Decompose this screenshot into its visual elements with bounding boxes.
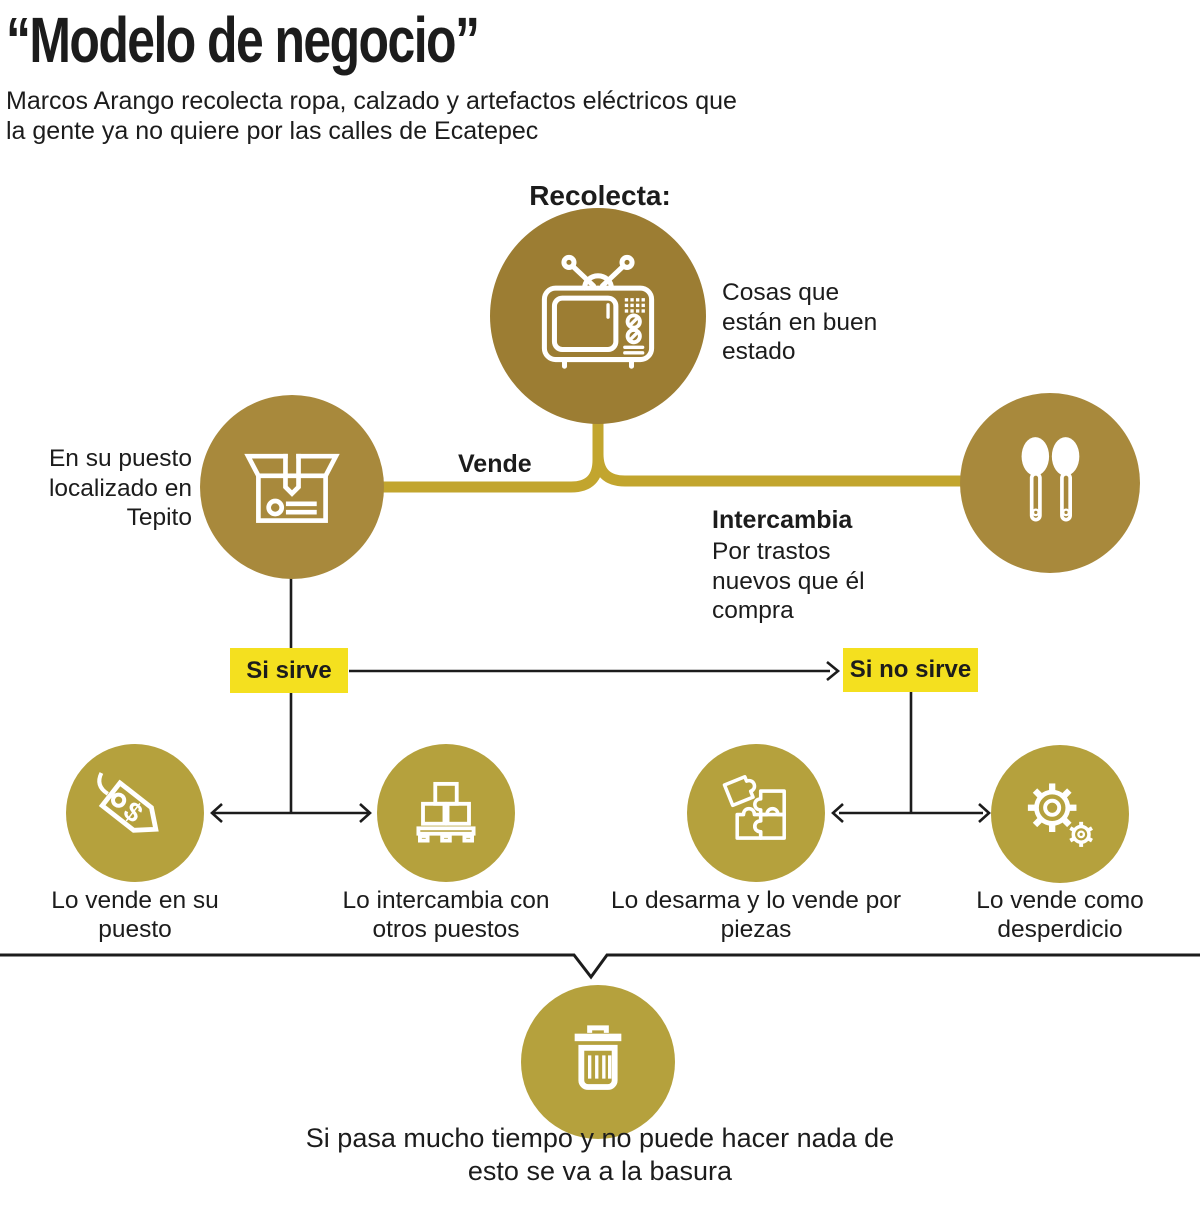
disposal-collector-line	[0, 953, 1200, 980]
outcome-circle-exchange	[377, 744, 515, 882]
outcome-label-parts: Lo desarma y lo vende por piezas	[610, 887, 902, 943]
outcome-label-sell: Lo vende en su puesto	[51, 887, 219, 943]
outcome-circle-parts	[687, 744, 825, 882]
gears-icon	[1027, 783, 1093, 847]
branch-exchange-line	[592, 412, 966, 487]
broken-decision-box: Si no sirve	[843, 648, 978, 692]
stall-note: En su puesto localizado en Tepito	[48, 445, 192, 531]
arrowhead-right-icon	[359, 803, 372, 823]
outcome-circle-sell: $	[66, 744, 204, 882]
trash-icon	[574, 1025, 622, 1090]
arrowhead-right-icon	[978, 803, 991, 823]
exchange-circle	[960, 393, 1140, 573]
spoons-icon	[1021, 437, 1080, 522]
works-decision-box: Si sirve	[230, 648, 348, 693]
arrowhead-left-icon	[831, 803, 844, 823]
exchange-note: Por trastos nuevos que él compra	[712, 538, 865, 624]
stall-circle	[200, 395, 384, 579]
sell-label: Vende	[458, 450, 532, 478]
arrowhead-right-icon	[826, 660, 841, 682]
title-text: “Modelo de negocio”	[6, 4, 480, 76]
collect-circle	[490, 208, 706, 424]
page-title: “Modelo de negocio”	[6, 8, 612, 72]
page-subtitle: Marcos Arango recolecta ropa, calzado y …	[6, 87, 737, 145]
pallet-boxes-icon	[416, 781, 476, 843]
price-tag-icon: $	[97, 772, 159, 833]
outcome-circle-scrap	[991, 745, 1129, 883]
collect-label: Recolecta:	[529, 180, 671, 211]
disposal-circle	[521, 985, 675, 1139]
collect-note: Cosas que están en buen estado	[722, 279, 878, 365]
works-decision-label: Si sirve	[246, 656, 332, 684]
outcome-label-scrap: Lo vende como desperdicio	[976, 887, 1144, 943]
puzzle-icon	[722, 775, 786, 840]
broken-decision-label: Si no sirve	[849, 656, 972, 683]
disposal-caption: Si pasa mucho tiempo y no puede hacer na…	[305, 1123, 895, 1186]
package-box-icon	[244, 453, 340, 523]
exchange-block: Intercambia Por trastos nuevos que él co…	[712, 506, 892, 626]
exchange-label: Intercambia	[712, 506, 853, 534]
outcome-label-exchange: Lo intercambia con otros puestos	[342, 887, 550, 943]
arrowhead-left-icon	[210, 803, 223, 823]
tv-icon	[541, 254, 655, 369]
